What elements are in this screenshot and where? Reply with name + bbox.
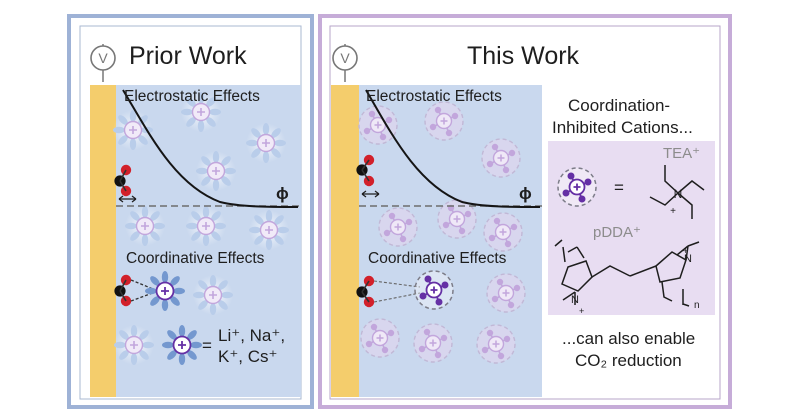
prior-co2-bottom bbox=[114, 274, 159, 307]
pdda-charge-bottom: + bbox=[579, 306, 584, 316]
this-electrostatic-label: Electrostatic Effects bbox=[366, 88, 502, 105]
box-equals: = bbox=[614, 178, 624, 197]
pdda-label: pDDA⁺ bbox=[593, 224, 641, 241]
prior-legend-cation-icon bbox=[161, 324, 203, 366]
hydrated-cation-icon bbox=[185, 205, 227, 247]
footer-line1: ...can also enable bbox=[562, 329, 696, 348]
this-phi-label: ϕ bbox=[519, 184, 532, 203]
this-co2-bottom bbox=[356, 275, 421, 308]
prior-electrode bbox=[90, 85, 116, 397]
box-heading-line1: Coordination- bbox=[568, 96, 671, 115]
hydrated-cation-icon bbox=[245, 122, 287, 164]
coordination-inhibited-cation-icon bbox=[486, 273, 526, 313]
this-voltmeter-letter: V bbox=[340, 50, 350, 66]
prior-coordinative-label: Coordinative Effects bbox=[126, 250, 265, 267]
this-voltmeter-icon: V bbox=[332, 45, 358, 71]
prior-potential-curve bbox=[122, 89, 299, 208]
this-electrode bbox=[331, 85, 359, 397]
coordination-inhibited-cation-icon bbox=[481, 138, 521, 178]
footer-line2: CO₂ reduction bbox=[575, 351, 682, 370]
coordination-inhibited-cation-icon bbox=[476, 324, 516, 364]
prior-co2-top bbox=[114, 164, 132, 197]
pdda-nitrogen-top: N bbox=[684, 253, 692, 265]
prior-phi-label: ϕ bbox=[276, 184, 289, 203]
this-work-title: This Work bbox=[467, 42, 580, 70]
tea-nitrogen: N bbox=[674, 187, 683, 201]
prior-coordinating-cation bbox=[144, 270, 186, 312]
coordination-inhibited-cation-icon bbox=[483, 212, 523, 252]
coordination-inhibited-cation-icon bbox=[360, 318, 400, 358]
this-potential-curve bbox=[365, 89, 541, 208]
tea-charge: + bbox=[670, 206, 676, 217]
this-coordinative-label: Coordinative Effects bbox=[368, 250, 507, 267]
prior-work-title: Prior Work bbox=[129, 42, 247, 70]
prior-legend-line2: K⁺, Cs⁺ bbox=[218, 347, 278, 366]
pdda-n-label: n bbox=[694, 300, 700, 311]
this-outer-frame bbox=[318, 14, 732, 409]
hydrated-cation-icon bbox=[248, 209, 290, 251]
prior-legend-equals: = bbox=[202, 336, 212, 355]
box-cation-icon bbox=[557, 167, 597, 207]
hydrated-cation-icon bbox=[124, 205, 166, 247]
hydrated-cation-icon bbox=[192, 274, 234, 316]
hydrated-cation-icon bbox=[195, 150, 237, 192]
prior-voltmeter-letter: V bbox=[98, 50, 108, 66]
prior-legend-line1: Li⁺, Na⁺, bbox=[218, 326, 286, 345]
prior-outer-frame bbox=[67, 14, 314, 409]
hydrated-cation-icon bbox=[113, 324, 155, 366]
this-inner-frame bbox=[329, 25, 721, 400]
pdda-charge-top: + bbox=[683, 246, 688, 256]
pdda-structure bbox=[554, 239, 700, 307]
box-heading-line2: Inhibited Cations... bbox=[552, 118, 693, 137]
this-approaching-cation bbox=[414, 270, 454, 310]
prior-field-arrow bbox=[118, 195, 137, 203]
prior-electrostatic-label: Electrostatic Effects bbox=[124, 88, 260, 105]
coordination-inhibited-cation-icon bbox=[424, 101, 464, 141]
prior-voltmeter-icon: V bbox=[90, 45, 116, 71]
pdda-nitrogen-bottom: N bbox=[571, 294, 579, 306]
this-work-panel: V bbox=[318, 14, 732, 409]
this-field-arrow bbox=[361, 190, 380, 198]
this-co2-top bbox=[356, 154, 375, 187]
tea-structure bbox=[649, 165, 705, 219]
prior-work-panel: V bbox=[67, 14, 314, 409]
coordination-inhibited-cation-icon bbox=[413, 323, 453, 363]
coordination-inhibited-cation-icon bbox=[378, 207, 418, 247]
tea-label: TEA⁺ bbox=[663, 145, 701, 162]
